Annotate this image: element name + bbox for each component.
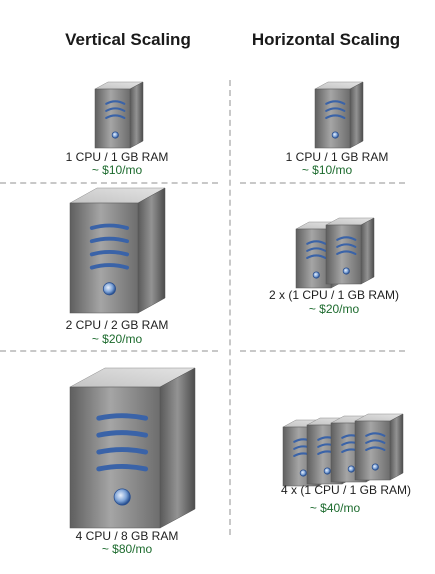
server-icon xyxy=(314,81,364,149)
vertical-price-2: ~ $20/mo xyxy=(91,332,143,346)
horizontal-spec-2: 2 x (1 CPU / 1 GB RAM) xyxy=(268,288,400,302)
server-icon xyxy=(354,413,404,481)
column-divider xyxy=(229,80,231,535)
vertical-spec-3: 4 CPU / 8 GB RAM xyxy=(75,529,179,543)
row-divider-left-2 xyxy=(0,350,218,352)
vertical-spec-1: 1 CPU / 1 GB RAM xyxy=(65,150,169,164)
horizontal-price-2: ~ $20/mo xyxy=(308,302,360,316)
vertical-spec-2: 2 CPU / 2 GB RAM xyxy=(65,318,169,332)
horizontal-price-1: ~ $10/mo xyxy=(301,163,353,177)
horizontal-scaling-heading: Horizontal Scaling xyxy=(251,30,401,49)
vertical-scaling-heading: Vertical Scaling xyxy=(65,30,191,49)
server-icon xyxy=(69,187,166,314)
server-icon xyxy=(325,217,375,285)
row-divider-right-1 xyxy=(240,182,405,184)
server-icon xyxy=(69,367,196,529)
horizontal-spec-3: 4 x (1 CPU / 1 GB RAM) xyxy=(280,483,412,497)
horizontal-spec-1: 1 CPU / 1 GB RAM xyxy=(285,150,389,164)
row-divider-left-1 xyxy=(0,182,218,184)
vertical-price-1: ~ $10/mo xyxy=(91,163,143,177)
row-divider-right-2 xyxy=(240,350,405,352)
vertical-price-3: ~ $80/mo xyxy=(101,542,153,556)
horizontal-price-3: ~ $40/mo xyxy=(309,501,361,515)
server-icon xyxy=(94,81,144,149)
